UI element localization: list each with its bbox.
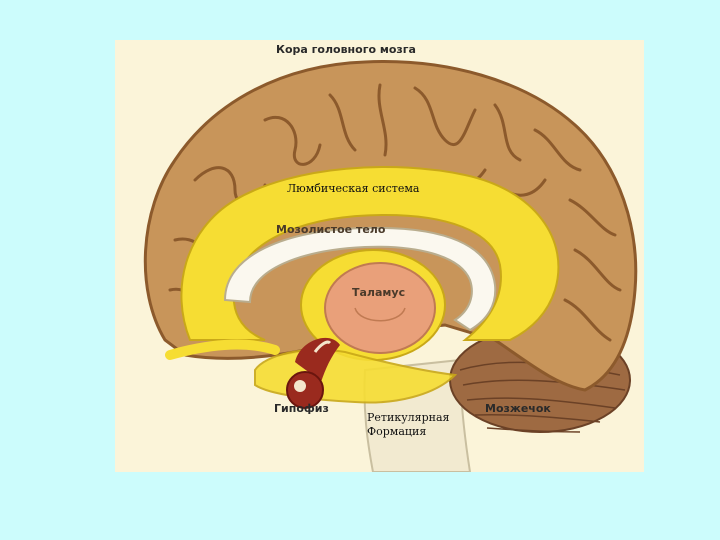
brain-diagram: Кора головного мозга Люмбическая система… (115, 40, 644, 472)
brain-illustration (115, 40, 644, 472)
label-cortex: Кора головного мозга (276, 44, 416, 56)
label-corpus-callosum: Мозолистое тело (276, 224, 385, 236)
label-pituitary: Гипофиз (274, 403, 329, 415)
label-cerebellum: Мозжечок (485, 403, 551, 415)
label-reticular-line2: Формация (367, 426, 426, 438)
label-thalamus: Таламус (352, 287, 405, 299)
label-limbic-system: Люмбическая система (287, 183, 419, 195)
thalamus-shape (325, 263, 435, 353)
label-reticular-line1: Ретикулярная (367, 412, 449, 424)
